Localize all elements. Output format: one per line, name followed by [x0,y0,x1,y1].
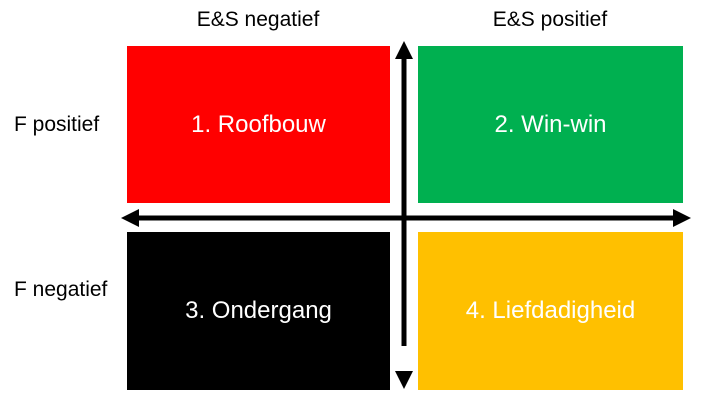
quadrant-win-win: 2. Win-win [418,46,683,203]
axis-label-f-negatief: F negatief [14,278,108,301]
quadrant-roofbouw: 1. Roofbouw [127,46,390,203]
axis-label-f-positief: F positief [14,113,100,136]
horizontal-axis-arrow [121,209,691,227]
vertical-axis-arrow [395,41,413,389]
quadrant-roofbouw-label: 1. Roofbouw [191,110,326,138]
axis-label-es-positief: E&S positief [492,8,608,31]
quadrant-liefdadigheid-label: 4. Liefdadigheid [465,297,636,324]
quadrant-ondergang-label: 3. Ondergang [185,297,332,324]
quadrant-liefdadigheid: 4. Liefdadigheid [418,232,683,390]
axis-label-es-negatief: E&S negatief [196,8,320,31]
quadrant-ondergang: 3. Ondergang [127,232,390,390]
quadrant-win-win-label: 2. Win-win [494,110,607,138]
